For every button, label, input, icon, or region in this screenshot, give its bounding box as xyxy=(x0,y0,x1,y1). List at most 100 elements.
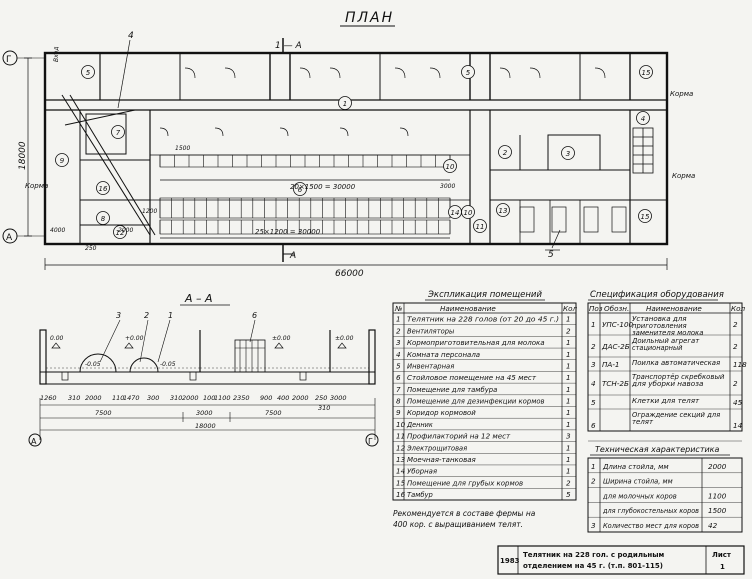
svg-text:1: 1 xyxy=(566,443,571,452)
svg-text:для глубокостельных коров: для глубокостельных коров xyxy=(602,506,699,515)
room-number-14: 14 xyxy=(448,205,462,219)
vent-label: Вход xyxy=(53,47,60,63)
room-number-6: 6 xyxy=(293,182,307,196)
svg-text:7: 7 xyxy=(396,385,401,394)
room-number-13: 13 xyxy=(496,203,510,217)
svg-text:1: 1 xyxy=(566,467,571,476)
svg-text:Кол: Кол xyxy=(563,304,578,313)
svg-text:2: 2 xyxy=(733,320,738,329)
svg-text:1: 1 xyxy=(396,315,401,324)
svg-text:250: 250 xyxy=(315,394,327,402)
svg-text:12: 12 xyxy=(396,443,406,452)
svg-text:для уборки навоза: для уборки навоза xyxy=(631,379,703,388)
section-title: А – А xyxy=(184,292,213,305)
dim-1500: 1500 xyxy=(175,145,190,152)
svg-text:Ограждение секций для: Ограждение секций для xyxy=(632,410,721,419)
svg-text:14: 14 xyxy=(733,421,743,430)
svg-text:Транспортёр скребковый: Транспортёр скребковый xyxy=(632,372,725,381)
svg-text:110: 110 xyxy=(112,394,124,402)
svg-text:400: 400 xyxy=(277,394,289,402)
svg-text:Ширина стойла, мм: Ширина стойла, мм xyxy=(603,477,673,486)
room-number-3: 3 xyxy=(561,146,575,160)
svg-text:2350: 2350 xyxy=(233,394,250,402)
svg-text:заменителя молока: заменителя молока xyxy=(632,328,703,337)
svg-text:9: 9 xyxy=(396,408,401,417)
svg-text:900: 900 xyxy=(260,394,272,402)
svg-text:10: 10 xyxy=(396,420,406,429)
svg-text:Помещение для дезинфекции корм: Помещение для дезинфекции кормов xyxy=(407,397,545,406)
svg-text:3: 3 xyxy=(566,432,571,441)
svg-text:3: 3 xyxy=(396,338,401,347)
svg-text:0.00: 0.00 xyxy=(50,335,64,342)
dim-2000: 2000 xyxy=(118,227,133,234)
svg-text:ДАС-2Б: ДАС-2Б xyxy=(601,342,630,351)
svg-text:5: 5 xyxy=(466,69,471,77)
svg-text:3: 3 xyxy=(591,360,596,369)
svg-text:+0.00: +0.00 xyxy=(125,335,144,342)
svg-text:-0.05: -0.05 xyxy=(160,361,176,368)
svg-text:2: 2 xyxy=(591,477,596,486)
svg-text:Кормоприготовительная для моло: Кормоприготовительная для молока xyxy=(407,338,545,347)
svg-text:ПА-1: ПА-1 xyxy=(602,360,620,369)
room-number-7: 7 xyxy=(111,125,125,139)
svg-text:Наименование: Наименование xyxy=(646,304,702,313)
svg-text:8: 8 xyxy=(101,215,106,223)
svg-text:ТСН-2Б: ТСН-2Б xyxy=(602,379,629,388)
svg-text:16: 16 xyxy=(396,490,406,499)
stamp-code: 1983 xyxy=(500,557,520,565)
svg-text:1260: 1260 xyxy=(40,394,57,402)
svg-text:3: 3 xyxy=(116,311,121,320)
svg-text:15: 15 xyxy=(642,69,651,77)
svg-text:Кол: Кол xyxy=(731,304,746,313)
section-mark-bottom: А xyxy=(289,251,296,261)
svg-text:2000: 2000 xyxy=(708,462,727,471)
svg-text:5: 5 xyxy=(396,361,401,370)
svg-text:2: 2 xyxy=(396,326,401,335)
svg-text:±0.00: ±0.00 xyxy=(335,335,354,342)
svg-text:310: 310 xyxy=(170,394,182,402)
svg-text:Вентиляторы: Вентиляторы xyxy=(407,326,455,335)
plan-title: ПЛАН xyxy=(345,10,394,26)
svg-text:1100: 1100 xyxy=(708,491,727,500)
svg-text:6: 6 xyxy=(396,373,401,382)
svg-text:Денник: Денник xyxy=(406,420,433,429)
room-number-11: 11 xyxy=(473,219,487,233)
stall-bottom-dim: 25×1200 = 30000 xyxy=(255,228,321,236)
svg-text:1: 1 xyxy=(591,462,596,471)
svg-text:118: 118 xyxy=(733,360,747,369)
svg-text:1: 1 xyxy=(566,338,571,347)
svg-text:6: 6 xyxy=(298,186,303,194)
svg-text:Уборная: Уборная xyxy=(407,467,438,476)
room-number-4: 4 xyxy=(636,111,650,125)
tech-row: 2 Ширина стойла, мм xyxy=(588,477,742,488)
svg-text:1: 1 xyxy=(566,420,571,429)
svg-text:телят: телят xyxy=(632,417,654,426)
dim-1200: 1200 xyxy=(142,208,157,215)
svg-text:3: 3 xyxy=(566,150,570,158)
svg-text:1: 1 xyxy=(566,361,571,370)
room-number-9: 9 xyxy=(55,153,69,167)
svg-text:11: 11 xyxy=(476,223,485,231)
svg-text:2000: 2000 xyxy=(182,394,199,402)
equipment-title: Спецификация оборудования xyxy=(590,290,724,300)
svg-text:2: 2 xyxy=(566,326,571,335)
note-line-2: 400 кор. с выращиванием телят. xyxy=(393,520,523,529)
svg-text:6: 6 xyxy=(252,311,257,320)
explication-title: Экспликация помещений xyxy=(427,290,542,300)
section-mark-top: 1 — А xyxy=(275,41,302,51)
svg-text:1470: 1470 xyxy=(123,394,140,402)
svg-text:2000: 2000 xyxy=(292,394,309,402)
axis-g-section: Г xyxy=(368,437,373,446)
stamp-sheet-no: 1 xyxy=(720,563,725,571)
